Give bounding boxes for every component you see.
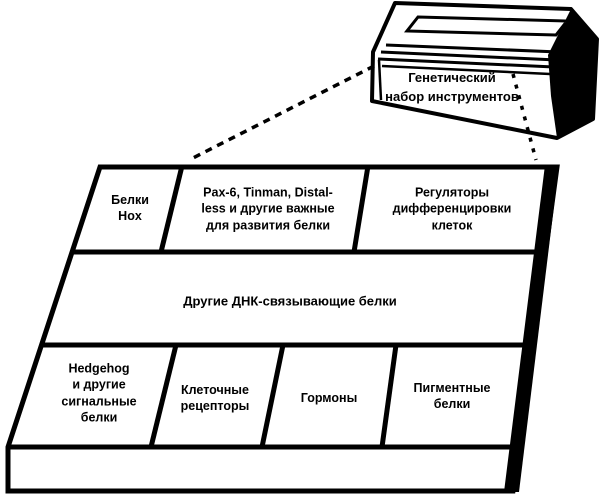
dashed-connector-left [190,64,375,161]
tool-stripe [385,43,560,54]
cell-label-pax-tinman-distalless: Pax-6, Tinman, Distal- less и другие важ… [201,185,335,233]
cell-label-cell-receptors: Клеточные рецепторы [180,382,250,413]
cell-divider [379,344,399,448]
tray-shape [5,164,560,494]
cell-divider [158,165,185,253]
cell-label-hedgehog-signaling-proteins: Hedgehog и другие сигнальные белки [61,361,137,425]
cell-label-hormones: Гормоны [300,390,358,405]
tray-outline [5,164,560,494]
toolbox-left-edge [377,59,383,101]
tool-stripe [380,50,558,62]
tray-right-wall [504,165,559,492]
cell-divider [148,344,179,448]
toolbox-end-panel [548,9,597,138]
cell-label-hox-proteins: Белки Hox [111,192,149,223]
toolbox-label: Генетический набор инструментов [385,70,519,104]
cell-label-dna-binding-proteins: Другие ДНК-связывающие белки [183,293,397,309]
cell-divider [259,344,286,448]
dashed-connector-right [511,73,538,161]
cell-label-pigment-proteins: Пигментные белки [413,380,491,411]
tool-stripe [381,64,551,76]
toolbox-tray-slot [403,15,571,37]
cell-divider [351,165,371,253]
cell-label-differentiation-regulators: Регуляторы дифференцировки клеток [392,185,512,233]
tool-stripe [377,57,555,69]
toolbox-icon [370,1,599,140]
